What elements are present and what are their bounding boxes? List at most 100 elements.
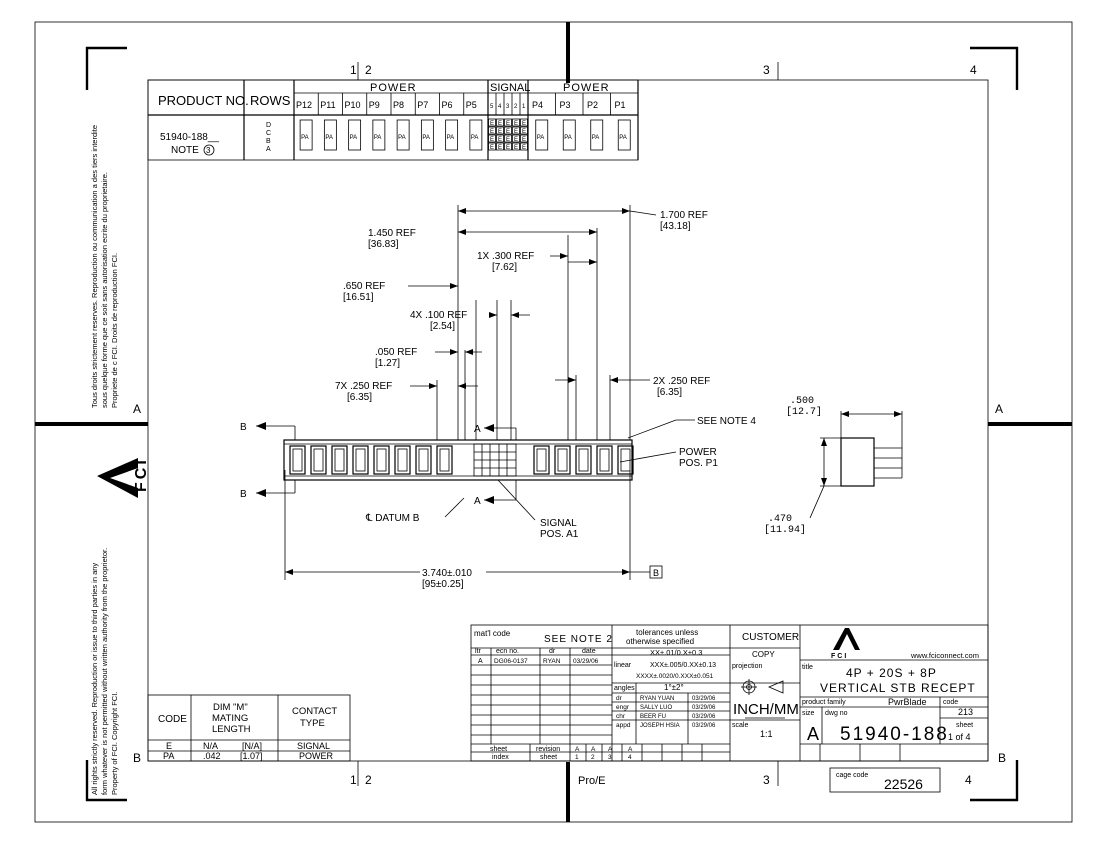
zone-top-4: 4 bbox=[970, 63, 977, 77]
dim-470: .470 bbox=[768, 514, 792, 525]
note-circle-icon bbox=[203, 144, 215, 156]
zone-bottom-3: 3 bbox=[763, 773, 770, 787]
ct-row-1-type: SIGNAL bbox=[297, 741, 330, 751]
rev-dr-header: dr bbox=[549, 648, 556, 655]
cage-code-value: 22526 bbox=[884, 776, 923, 792]
sheet-index-2: index bbox=[492, 754, 509, 761]
dim-050-mm: [1.27] bbox=[375, 358, 400, 369]
index-sheet: 1 bbox=[575, 754, 579, 761]
power-slot bbox=[596, 445, 613, 475]
signal-cell bbox=[512, 126, 520, 135]
zone-right-b: B bbox=[998, 751, 1006, 765]
zone-bottom-4: 4 bbox=[965, 773, 972, 787]
dim-650: .650 REF bbox=[343, 281, 385, 292]
pa-cell bbox=[617, 119, 631, 151]
dim-3740: 3.740±.010 bbox=[422, 568, 472, 579]
legal-text-english: All rights strictly reserved. Reproducti… bbox=[90, 548, 119, 795]
title-label: title bbox=[802, 664, 813, 671]
power-col-header: P5 bbox=[466, 100, 477, 110]
e-label: E bbox=[498, 121, 502, 127]
power-slot bbox=[554, 445, 571, 475]
signal-cell bbox=[488, 142, 496, 151]
power-col-header: P9 bbox=[369, 100, 380, 110]
sheet-label: sheet bbox=[956, 722, 973, 729]
dim-050: .050 REF bbox=[375, 347, 417, 358]
sheet-word: sheet bbox=[540, 754, 557, 761]
e-label: E bbox=[514, 121, 518, 127]
cage-code-label: cage code bbox=[836, 772, 868, 779]
signal-cell bbox=[504, 142, 512, 151]
pa-label: PA bbox=[619, 135, 627, 141]
e-label: E bbox=[514, 129, 518, 135]
corner-marks bbox=[85, 46, 1019, 802]
signal-cell bbox=[496, 142, 504, 151]
power-slot-inner bbox=[397, 448, 408, 472]
power-col-header: P6 bbox=[442, 100, 453, 110]
note-number: 3 bbox=[206, 146, 211, 155]
e-label: E bbox=[490, 129, 494, 135]
signal-cell bbox=[488, 118, 496, 127]
sign-name: BEER FU bbox=[640, 714, 666, 720]
tol-x: XX±.01/0.X±0.3 bbox=[650, 648, 702, 657]
fci-title-logo-text: FCI bbox=[831, 653, 848, 660]
sign-name: JOSEPH HSIA bbox=[640, 723, 680, 729]
copy-label: COPY bbox=[752, 650, 775, 659]
sheet-value: 1 of 4 bbox=[948, 732, 971, 742]
ct-header-dim-3: LENGTH bbox=[212, 724, 251, 735]
e-label: E bbox=[506, 121, 510, 127]
tol-angles: 1°±2° bbox=[664, 683, 684, 692]
power-slot-inner bbox=[536, 448, 547, 472]
power-slot-inner bbox=[313, 448, 324, 472]
legal-text-french: Tous droits strictement reserves. Reprod… bbox=[90, 125, 119, 408]
revision-label: revision bbox=[536, 746, 560, 753]
dim-3740-mm: [95±0.25] bbox=[422, 579, 464, 590]
power-slot bbox=[352, 445, 369, 475]
power-slot bbox=[575, 445, 592, 475]
fci-logo-mark-icon bbox=[97, 458, 138, 498]
rev-ecn: DG06-0137 bbox=[494, 658, 528, 665]
signal-cell bbox=[504, 126, 512, 135]
scale-value: 1:1 bbox=[760, 729, 773, 739]
fci-title-logo-icon bbox=[833, 628, 860, 650]
see-note-4: SEE NOTE 4 bbox=[697, 416, 756, 427]
signal-cell bbox=[496, 134, 504, 143]
power-slot bbox=[415, 445, 432, 475]
signal-cell bbox=[520, 134, 528, 143]
signal-col-header: 3 bbox=[506, 104, 510, 110]
index-revision: A bbox=[591, 746, 596, 753]
index-sheet: 3 bbox=[608, 754, 612, 761]
connector-plan-view: B B A A SEE NOTE 4 POWER POS. P1 SIGNAL … bbox=[240, 416, 756, 579]
dim-250b-mm: [6.35] bbox=[657, 387, 682, 398]
pa-label: PA bbox=[398, 135, 406, 141]
ct-row-2-mm: [1.07] bbox=[240, 751, 263, 761]
zone-top-1: 1 bbox=[350, 63, 357, 77]
index-sheet: 2 bbox=[591, 754, 595, 761]
code-value: 213 bbox=[958, 707, 973, 717]
power-slot bbox=[436, 445, 453, 475]
signal-cell bbox=[520, 142, 528, 151]
power-slot-inner bbox=[418, 448, 429, 472]
pa-cell bbox=[299, 119, 313, 151]
signal-col-header: 2 bbox=[514, 104, 518, 110]
pa-label: PA bbox=[471, 135, 479, 141]
section-b-bottom: B bbox=[240, 489, 247, 500]
e-label: E bbox=[498, 145, 502, 151]
sign-role: engr bbox=[616, 704, 630, 711]
power-slot bbox=[373, 445, 390, 475]
ct-row-2-inch: .042 bbox=[203, 751, 221, 761]
sign-date: 03/29/06 bbox=[692, 696, 716, 702]
power-col-header: P11 bbox=[320, 100, 335, 110]
matl-code-label: mat'l code bbox=[474, 629, 511, 638]
signal-cell bbox=[520, 126, 528, 135]
zone-left-b: B bbox=[133, 751, 141, 765]
fci-logo-side: FCI bbox=[97, 457, 150, 498]
rev-dr: RYAN bbox=[543, 658, 561, 665]
pa-label: PA bbox=[301, 135, 309, 141]
dim-100-mm: [2.54] bbox=[430, 321, 455, 332]
dimension-lines: 1.700 REF [43.18] 1.450 REF [36.83] 1X .… bbox=[284, 205, 710, 590]
row-letter: C bbox=[266, 130, 271, 137]
power-col-header: P1 bbox=[615, 100, 626, 110]
power-col-header: P8 bbox=[393, 100, 404, 110]
